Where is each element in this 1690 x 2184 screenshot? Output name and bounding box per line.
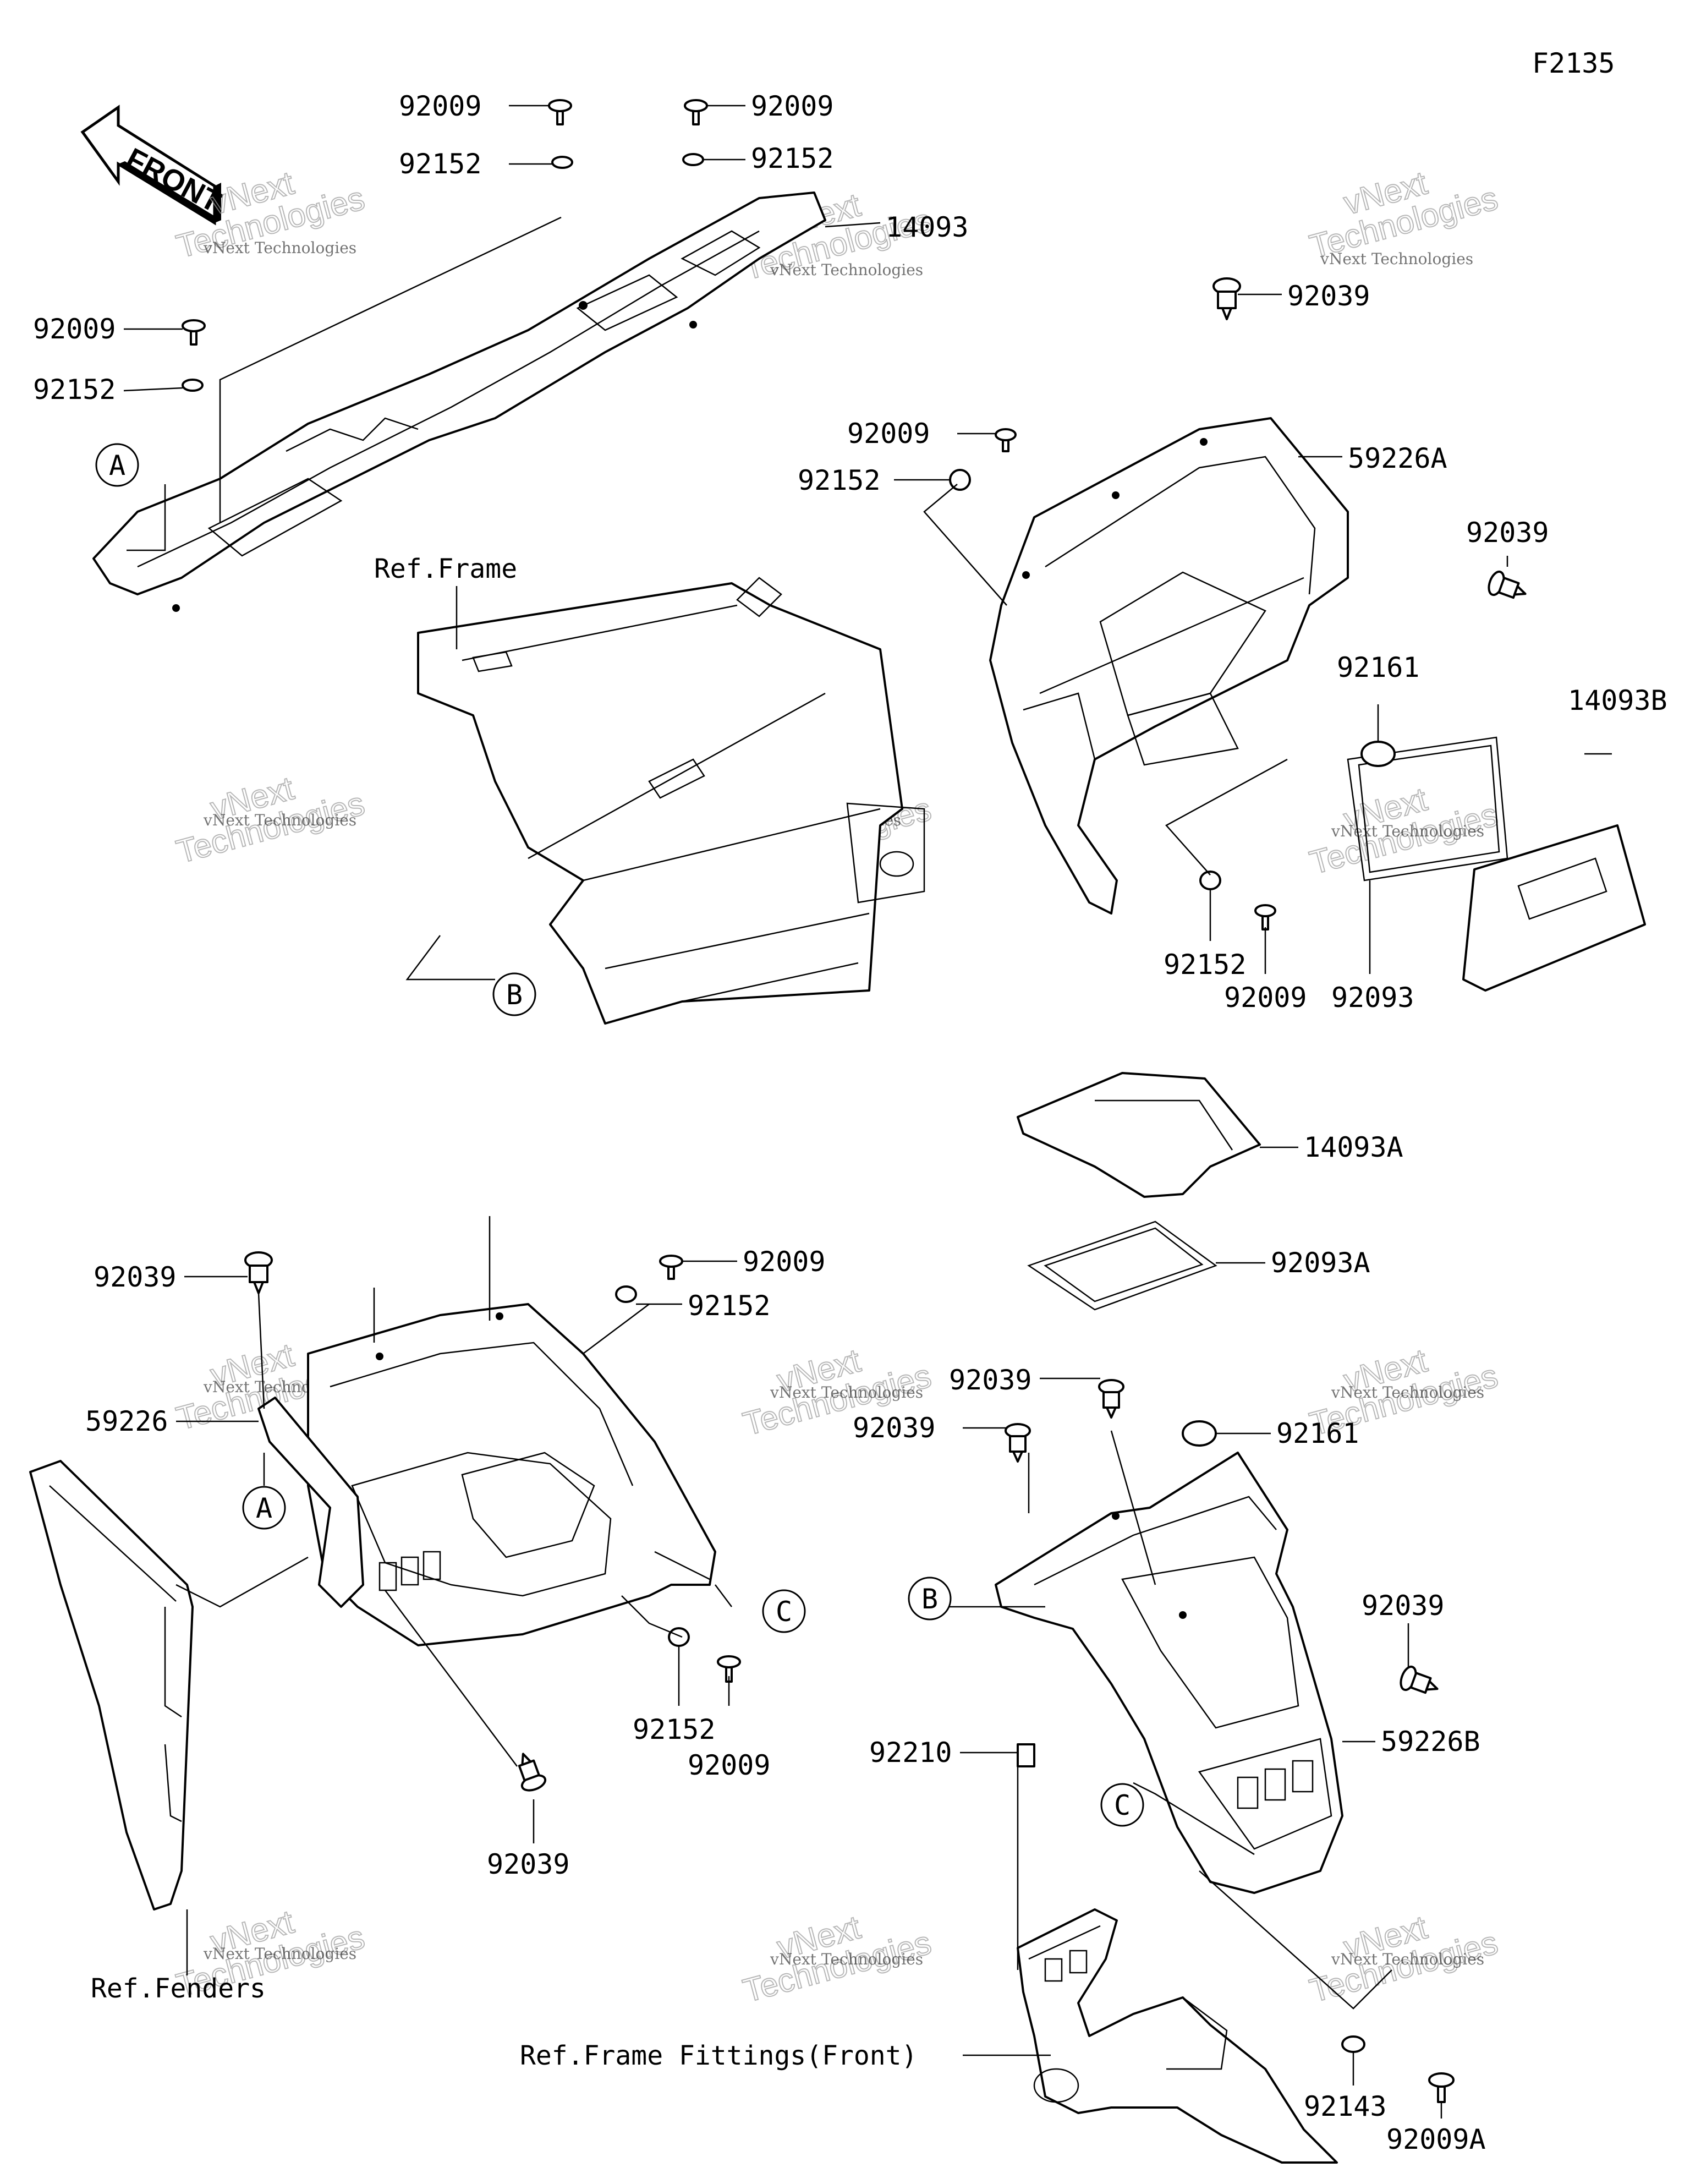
ref-frame-fittings-drawing: [1017, 1908, 1338, 2164]
watermark-small: vNext Technologies: [1320, 250, 1473, 268]
front-arrow-icon: FRONT: [80, 105, 227, 226]
callout-part-number: 59226A: [1348, 442, 1447, 474]
callout-part-number: 92039: [1287, 280, 1370, 312]
ref-frame-fittings-label: Ref.Frame Fittings(Front): [520, 2040, 917, 2071]
box-59226B: [995, 1452, 1343, 1894]
ref-fenders-label: Ref.Fenders: [91, 1973, 266, 2004]
fasteners: [182, 99, 1527, 2103]
callouts: 92009 92152 92009 92152 14093 92009 9215…: [33, 90, 1667, 2155]
callout-part-number: 92009: [847, 418, 930, 450]
svg-text:B: B: [506, 979, 523, 1011]
callout-part-number: 92152: [33, 374, 116, 406]
callout-part-number: 92161: [1276, 1417, 1359, 1449]
callout-part-number: 92152: [399, 148, 482, 180]
callout-part-number: 92210: [869, 1737, 952, 1769]
watermark-small: vNext Technologies: [1331, 1383, 1484, 1402]
circle-label-a: A: [242, 1486, 286, 1530]
svg-text:C: C: [1114, 1789, 1131, 1821]
watermark-small: vNext Technologies: [770, 1383, 923, 1402]
watermark-small: vNext Technologies: [770, 1950, 923, 1968]
callout-part-number: 92039: [487, 1848, 570, 1880]
callout-part-number: 92093A: [1271, 1247, 1370, 1279]
lid-14093A: [1017, 1072, 1261, 1198]
box-59226A: [989, 417, 1349, 915]
callout-part-number: 92152: [688, 1290, 771, 1322]
callout-part-number: 92009: [743, 1246, 826, 1278]
callout-part-number: 92039: [94, 1261, 177, 1293]
callout-part-number: 92009: [33, 313, 116, 345]
callout-part-number: 14093A: [1304, 1131, 1403, 1163]
ref-fenders-drawing: [29, 1460, 194, 1911]
callout-part-number: 92152: [633, 1714, 716, 1745]
callout-part-number: 92161: [1337, 652, 1420, 683]
callout-part-number: 92009: [751, 90, 834, 122]
callout-part-number: 92009: [1224, 982, 1307, 1014]
svg-text:A: A: [109, 450, 125, 481]
callout-part-number: 92152: [1164, 949, 1247, 981]
watermark-small: vNext Technologies: [1331, 822, 1484, 840]
circle-label-b: B: [492, 972, 536, 1016]
callout-part-number: 92143: [1304, 2090, 1387, 2122]
callout-part-number: 92039: [853, 1412, 936, 1444]
leader-lines: [123, 105, 1612, 2119]
callout-part-number: 14093: [886, 211, 969, 243]
watermark-small: vNext Technologies: [203, 811, 356, 829]
seal-92093A: [1027, 1220, 1217, 1311]
svg-text:C: C: [776, 1596, 792, 1628]
box-59226: [307, 1303, 716, 1646]
callout-part-number: 92039: [1466, 517, 1549, 549]
callout-part-number: 59226: [85, 1405, 168, 1437]
watermark-small: vNext Technologies: [770, 261, 923, 279]
callout-part-number: 92093: [1331, 982, 1414, 1014]
callout-part-number: 14093B: [1568, 685, 1667, 716]
circle-label-b: B: [908, 1577, 952, 1621]
ref-frame-drawing: [417, 577, 925, 1025]
cover-14093: [92, 191, 826, 612]
watermark-small: vNext Technologies: [203, 1945, 356, 1963]
lid-14093B: [1462, 824, 1646, 992]
callout-part-number: 92152: [751, 143, 834, 174]
watermark-small: vNext Technologies: [1331, 1950, 1484, 1968]
diagram-code: F2135: [1532, 47, 1615, 79]
circle-label-c: C: [762, 1589, 806, 1633]
callout-part-number: 59226B: [1381, 1726, 1480, 1758]
callout-part-number: 92009: [399, 90, 482, 122]
circle-label-a: A: [95, 443, 139, 487]
svg-text:A: A: [256, 1492, 272, 1524]
ref-frame-label: Ref.Frame: [374, 554, 517, 584]
callout-part-number: 92009A: [1386, 2123, 1486, 2155]
callout-part-number: 92009: [688, 1749, 771, 1781]
circle-label-c: C: [1100, 1783, 1144, 1827]
watermark-small: vNext Technologies: [203, 239, 356, 257]
front-label: FRONT: [120, 142, 226, 219]
svg-text:B: B: [921, 1583, 938, 1615]
callout-part-number: 92152: [798, 464, 881, 496]
callout-part-number: 92039: [1362, 1590, 1445, 1622]
bracket: [257, 1397, 364, 1608]
callout-part-number: 92039: [949, 1364, 1032, 1396]
